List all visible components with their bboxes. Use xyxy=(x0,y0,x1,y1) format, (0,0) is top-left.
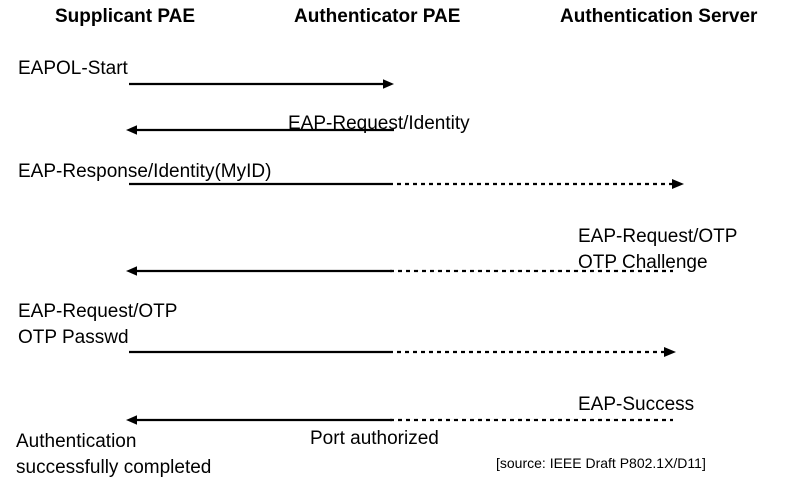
annotation-line-1: Authentication xyxy=(16,431,137,452)
message-label-eap-response-identity: EAP-Response/Identity(MyID) xyxy=(18,161,272,182)
arrow-eap-request-otp-passwd xyxy=(129,347,676,357)
column-header-supplicant: Supplicant PAE xyxy=(55,6,196,27)
message-label-line-1: EAP-Request/OTP xyxy=(578,226,738,247)
arrow-eap-request-otp-challenge xyxy=(126,266,673,276)
annotation-port-authorized: Port authorized xyxy=(310,428,439,449)
message-label-eap-success: EAP-Success xyxy=(578,394,695,415)
arrow-eapol-start xyxy=(129,79,394,89)
message-label-eap-request-otp-challenge: EAP-Request/OTP OTP Challenge xyxy=(578,224,737,276)
column-header-authentication-server: Authentication Server xyxy=(560,6,758,27)
message-label-eap-request-identity: EAP-Request/Identity xyxy=(288,113,470,134)
message-label-line-1: EAP-Request/OTP xyxy=(18,301,178,322)
annotation-authentication-complete: Authentication successfully completed xyxy=(16,429,211,481)
annotation-line-2: successfully completed xyxy=(16,457,212,478)
arrow-eap-request-identity xyxy=(126,125,394,135)
message-label-eapol-start: EAPOL-Start xyxy=(18,58,128,79)
message-label-line-2: OTP Challenge xyxy=(578,252,708,273)
message-label-eap-request-otp-passwd: EAP-Request/OTP OTP Passwd xyxy=(18,299,177,351)
source-citation: [source: IEEE Draft P802.1X/D11] xyxy=(496,455,706,471)
message-label-line-2: OTP Passwd xyxy=(18,327,129,348)
arrow-eap-success xyxy=(126,415,673,425)
column-header-authenticator: Authenticator PAE xyxy=(294,6,461,27)
arrow-eap-response-identity xyxy=(129,179,684,189)
